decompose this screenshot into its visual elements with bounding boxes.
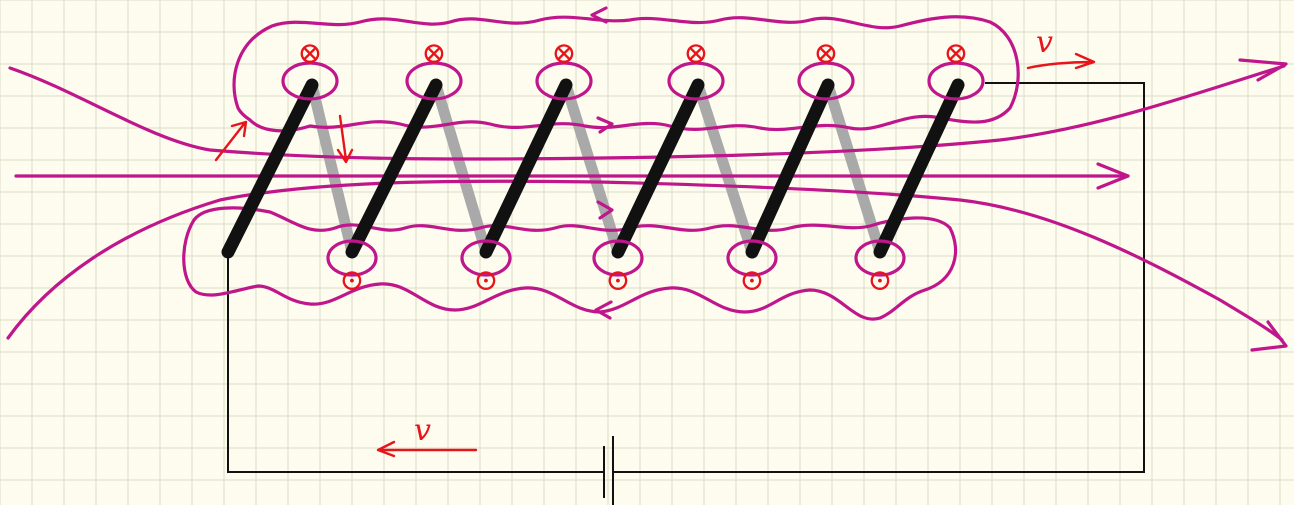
coil-back-segment (430, 79, 492, 258)
out-of-page-symbol: ⊙ (739, 263, 764, 298)
field-loop-top (232, 15, 1020, 133)
into-page-symbol: ⊗ (297, 36, 322, 71)
field-arrows (590, 6, 1288, 352)
coil-front-segment (221, 78, 319, 259)
circulation-loop-bottom (854, 239, 906, 277)
circulation-loop-top (927, 61, 985, 101)
circulation-loop-top (405, 61, 463, 101)
arrow-lower-right (1250, 320, 1288, 352)
arrow-coil-up (214, 120, 248, 162)
coil-front-segment (873, 78, 965, 259)
field-line-upper (8, 64, 1286, 161)
circuit (227, 82, 1145, 505)
into-page-symbol: ⊗ (943, 36, 968, 71)
wire-circulation-loops (281, 61, 985, 277)
arrow-top-loop-left (590, 6, 608, 24)
coil-back-segment (692, 79, 758, 258)
field-line-lower (6, 179, 1284, 342)
field-loop-bottom (182, 206, 958, 321)
magnetic-field-lines (6, 15, 1286, 342)
circulation-loop-top (667, 61, 725, 101)
circuit-wire-left (227, 252, 604, 473)
arrow-current-bottom (376, 440, 478, 458)
out-of-page-symbol: ⊙ (339, 263, 364, 298)
circulation-loop-bottom (460, 239, 512, 277)
arrow-bottom-loop-left (594, 300, 613, 320)
into-page-symbol: ⊗ (551, 36, 576, 71)
label-velocity-top: v (1036, 25, 1053, 60)
arrow-current-top (1026, 52, 1096, 70)
out-of-page-symbol: ⊙ (473, 263, 498, 298)
coil-back-segment (560, 79, 624, 258)
into-page-symbol: ⊗ (683, 36, 708, 71)
circulation-loop-bottom (326, 239, 378, 277)
arrow-center-right (1096, 162, 1130, 190)
label-velocity-bottom: v (414, 413, 431, 448)
circulation-loop-top (535, 61, 593, 101)
coil-front-segment (611, 78, 705, 259)
coil-back-segment (306, 79, 358, 258)
coil-front-segment (345, 78, 443, 259)
coil-front-segment (479, 78, 573, 259)
coil-front-segment (745, 78, 835, 259)
current-annotations: v v (214, 25, 1096, 458)
arrow-coil-down (336, 114, 354, 164)
out-of-page-symbol: ⊙ (867, 263, 892, 298)
arrow-inner-bottom (596, 200, 614, 220)
current-direction-symbols: ⊗ ⊗ ⊗ ⊗ ⊗ ⊗ ⊙ ⊙ ⊙ ⊙ ⊙ (297, 36, 968, 298)
circulation-loop-bottom (726, 239, 778, 277)
circuit-wire-right (614, 82, 1145, 473)
arrow-inner-top (596, 116, 614, 134)
circulation-loop-top (281, 61, 339, 101)
arrow-upper-right (1238, 58, 1288, 82)
coil-front-segments (221, 78, 965, 259)
out-of-page-symbol: ⊙ (605, 263, 630, 298)
into-page-symbol: ⊗ (813, 36, 838, 71)
circulation-loop-top (797, 61, 855, 101)
circulation-loop-bottom (592, 239, 644, 277)
into-page-symbol: ⊗ (421, 36, 446, 71)
